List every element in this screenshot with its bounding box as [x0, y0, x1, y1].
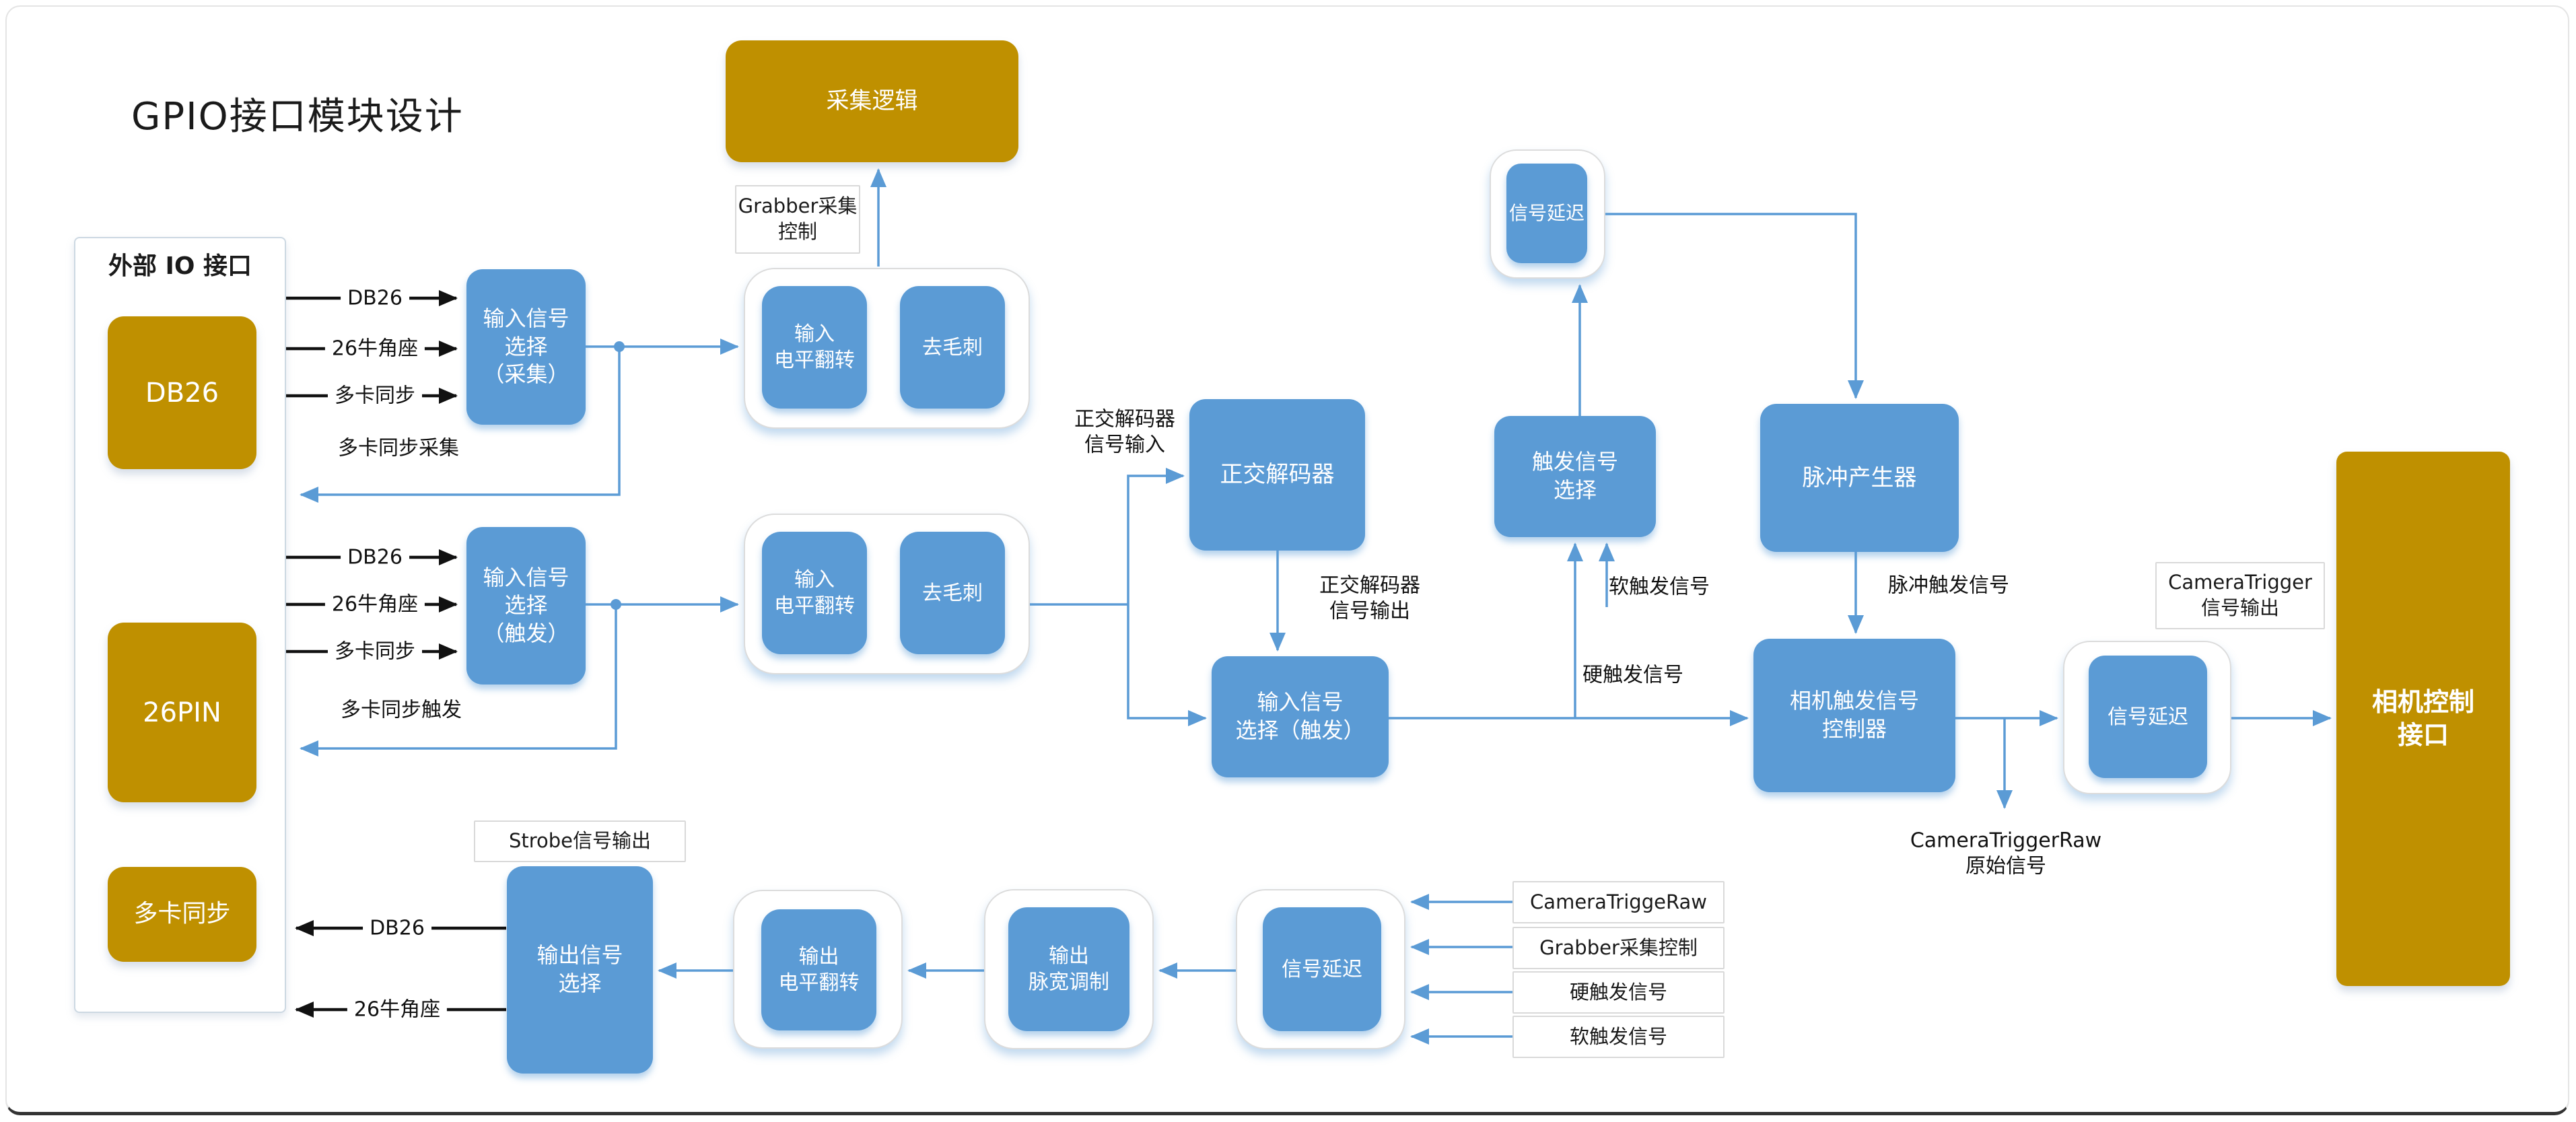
edge-label-sync-in-trigger: 多卡同步 — [328, 639, 422, 664]
node-signal-delay-bottom: 信号延迟 — [1263, 907, 1381, 1031]
node-multicard-sync-connector: 多卡同步 — [108, 867, 256, 962]
edge-label-hard-trigger: 硬触发信号 — [1582, 663, 1683, 687]
edge-label-horn-out: 26牛角座 — [347, 997, 448, 1022]
label-strobe-output: Strobe信号输出 — [474, 820, 686, 862]
node-input-select-trigger-2: 输入信号 选择（触发） — [1212, 656, 1389, 777]
group-external-io-title: 外部 IO 接口 — [108, 252, 252, 280]
label-soft-trigger-2: 软触发信号 — [1512, 1016, 1725, 1058]
node-pulse-generator: 脉冲产生器 — [1760, 404, 1959, 552]
node-input-select-trigger: 输入信号 选择 （触发） — [466, 527, 586, 685]
node-input-select-acquire: 输入信号 选择 （采集） — [466, 269, 586, 425]
label-grabber-collect-control-2: Grabber采集控制 — [1512, 927, 1725, 969]
edge-label-quad-decoder-output: 正交解码器 信号输出 — [1319, 573, 1420, 623]
node-db26-connector: DB26 — [108, 316, 256, 469]
node-collect-logic: 采集逻辑 — [726, 40, 1018, 162]
edge-label-camera-trigger-raw: CameraTriggerRaw 原始信号 — [1910, 829, 2102, 878]
node-camera-trigger-controller: 相机触发信号 控制器 — [1753, 639, 1955, 792]
blue-connectors — [300, 168, 2332, 1045]
label-camera-trigge-raw: CameraTriggeRaw — [1512, 881, 1725, 923]
page-title: GPIO接口模块设计 — [131, 95, 464, 139]
edge-label-horn-in-acquire: 26牛角座 — [324, 336, 425, 361]
label-hard-trigger-2: 硬触发信号 — [1512, 971, 1725, 1014]
edge-label-sync-in-acquire: 多卡同步 — [328, 383, 422, 409]
node-output-signal-select: 输出信号 选择 — [507, 866, 653, 1074]
edge-label-pulse-trigger: 脉冲触发信号 — [1888, 573, 2009, 598]
edge-label-quad-decoder-input: 正交解码器 信号输入 — [1074, 407, 1175, 457]
edge-label-horn-in-trigger: 26牛角座 — [324, 592, 425, 617]
edge-label-soft-trigger: 软触发信号 — [1609, 575, 1710, 599]
edge-label-db26-out: DB26 — [363, 915, 431, 941]
node-deglitch-trigger: 去毛刺 — [900, 532, 1005, 654]
node-camera-control-interface: 相机控制 接口 — [2336, 452, 2510, 986]
node-signal-delay-right: 信号延迟 — [2089, 656, 2207, 778]
edge-label-db26-in-acquire: DB26 — [341, 285, 409, 311]
edge-label-db26-in-trigger: DB26 — [341, 545, 409, 570]
label-camera-trigger-output: CameraTrigger 信号输出 — [2155, 562, 2325, 629]
node-quadrature-decoder: 正交解码器 — [1189, 399, 1365, 551]
node-input-level-flip-trigger: 输入 电平翻转 — [762, 532, 867, 654]
node-deglitch-acquire: 去毛刺 — [900, 286, 1005, 409]
node-output-pwm: 输出 脉宽调制 — [1008, 907, 1129, 1031]
node-input-level-flip-acquire: 输入 电平翻转 — [762, 286, 867, 409]
edge-label-multicard-sync-trigger: 多卡同步触发 — [341, 698, 462, 722]
edge-label-multicard-sync-acquire: 多卡同步采集 — [338, 436, 459, 460]
label-grabber-collect-control: Grabber采集 控制 — [735, 185, 860, 254]
node-trigger-signal-select: 触发信号 选择 — [1494, 416, 1656, 537]
node-output-level-flip: 输出 电平翻转 — [761, 909, 876, 1030]
node-26pin-connector: 26PIN — [108, 623, 256, 802]
node-signal-delay-top: 信号延迟 — [1506, 164, 1587, 263]
